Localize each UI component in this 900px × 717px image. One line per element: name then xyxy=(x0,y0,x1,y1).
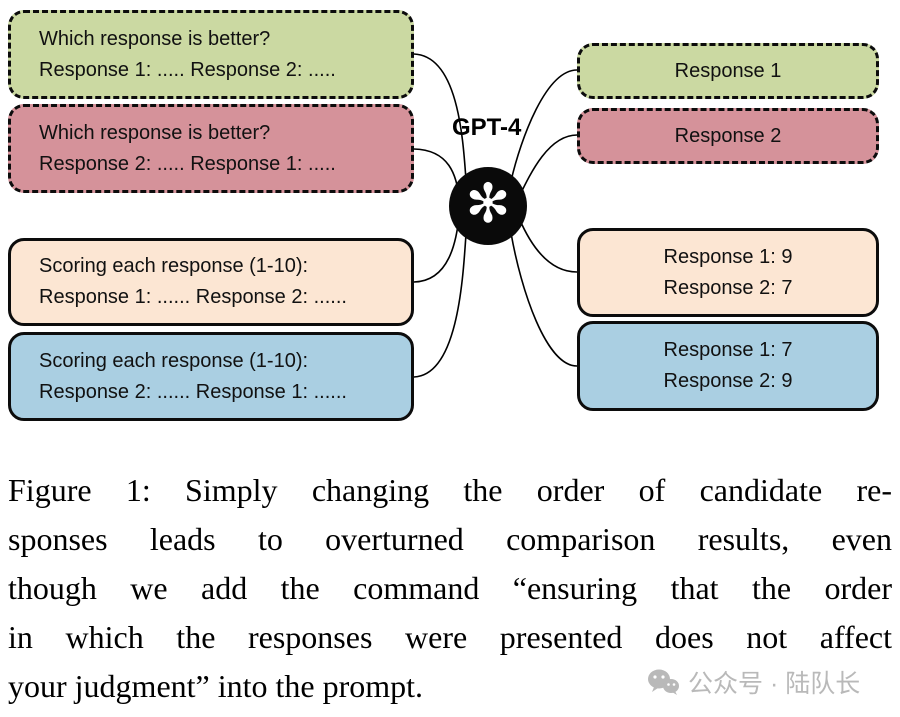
caption-line: your judgment” into the prompt. xyxy=(8,668,424,704)
caption-line: sponses leads to overturned comparison r… xyxy=(8,521,892,557)
output-line: Response 1: 9 xyxy=(663,245,793,268)
prompt-box-scoring-order21: Scoring each response (1-10): Response 2… xyxy=(8,332,414,421)
output-box-scores-97: Response 1: 9 Response 2: 7 xyxy=(577,228,879,317)
prompt-box-better-order21: Which response is better? Response 2: ..… xyxy=(8,104,414,193)
prompt-line: Response 2: ...... Response 1: ...... xyxy=(39,380,347,403)
openai-logo-icon: ✻ xyxy=(465,174,511,234)
prompt-box-scoring-order12: Scoring each response (1-10): Response 1… xyxy=(8,238,414,326)
prompt-box-better-order12: Which response is better? Response 1: ..… xyxy=(8,10,414,99)
prompt-line: Scoring each response (1-10): xyxy=(39,255,309,277)
prompt-line: Response 1: ..... Response 2: ..... xyxy=(39,58,336,81)
prompt-line: Response 1: ...... Response 2: ...... xyxy=(39,286,347,308)
output-line: Response 1: 7 xyxy=(663,339,793,361)
prompt-line: Response 2: ..... Response 1: ..... xyxy=(39,152,336,175)
prompt-line: Scoring each response (1-10): xyxy=(39,349,309,372)
caption-line: in which the responses were presented do… xyxy=(8,619,892,655)
output-line: Response 2: 9 xyxy=(663,370,793,392)
output-line: Response 2: 7 xyxy=(663,276,793,299)
wechat-icon xyxy=(648,669,679,695)
output-line: Response 2 xyxy=(674,124,782,147)
diagram: Which response is better? Response 1: ..… xyxy=(8,10,879,421)
caption-line: though we add the command “ensuring that… xyxy=(8,570,892,606)
output-box-response1: Response 1 xyxy=(577,43,879,99)
figure-caption: Figure 1: Simply changing the order of c… xyxy=(8,466,892,711)
watermark: 公众号 · 陆队长 xyxy=(646,664,860,700)
prompt-line: Which response is better? xyxy=(39,121,271,144)
prompt-line: Which response is better? xyxy=(39,27,271,50)
openai-logo: ✻ xyxy=(449,167,527,245)
watermark-text: 公众号 · 陆队长 xyxy=(688,670,861,698)
output-box-response2: Response 2 xyxy=(577,108,879,164)
output-line: Response 1 xyxy=(674,59,782,82)
gpt4-label: GPT-4 xyxy=(452,114,522,141)
output-box-scores-79: Response 1: 7 Response 2: 9 xyxy=(577,321,879,411)
caption-line: Figure 1: Simply changing the order of c… xyxy=(8,472,892,508)
